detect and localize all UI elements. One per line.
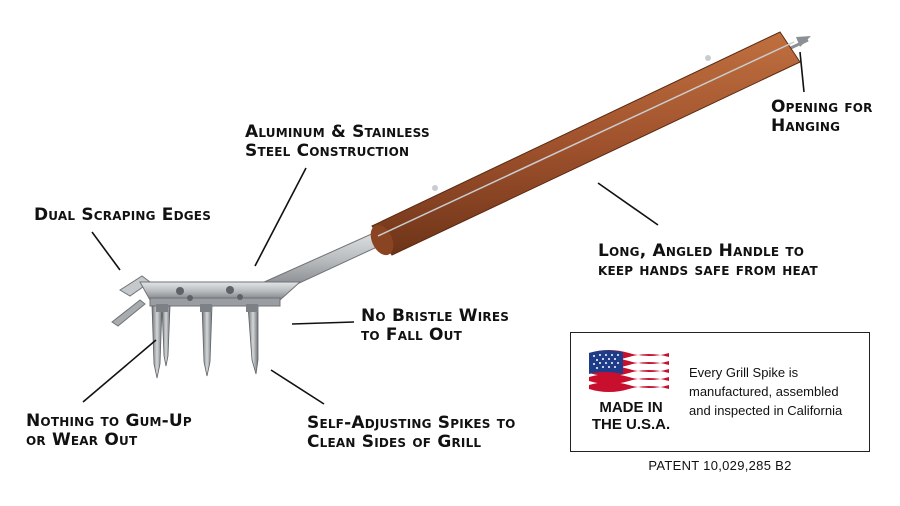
made-in-usa-label: MADE IN THE U.S.A.: [589, 399, 673, 433]
leader-scraping: [91, 231, 121, 271]
usa-line: THE U.S.A.: [591, 416, 671, 433]
leader-bristle: [291, 321, 355, 325]
callout-spikes-line1: Self-Adjusting Spikes to: [307, 413, 516, 433]
leader-handle: [597, 182, 659, 226]
leader-construction: [254, 167, 307, 267]
callout-handle: Long, Angled Handle to keep hands safe f…: [598, 242, 818, 280]
callout-scraping-line1: Dual Scraping Edges: [34, 205, 212, 225]
callout-construction: Aluminum & Stainless Steel Construction: [245, 123, 430, 161]
leader-gum: [82, 339, 157, 403]
badge-text-line2: manufactured, assembled: [689, 384, 839, 399]
leader-spikes: [270, 369, 325, 405]
callout-construction-line1: Aluminum & Stainless: [245, 122, 430, 142]
callout-gum: Nothing to Gum-Up or Wear Out: [26, 412, 192, 450]
badge-text-line3: and inspected in California: [689, 403, 843, 418]
callout-bristle: No Bristle Wires to Fall Out: [361, 307, 509, 345]
patent-number: PATENT 10,029,285 B2: [648, 458, 792, 473]
badge-description: Every Grill Spike is manufactured, assem…: [689, 363, 865, 420]
leader-hanging: [799, 51, 805, 93]
callout-gum-line2: or Wear Out: [26, 430, 138, 450]
made-in-line: MADE IN: [599, 399, 663, 416]
callout-hanging: Opening for Hanging: [771, 98, 873, 136]
us-flag-icon: [589, 350, 669, 396]
badge-text-line1: Every Grill Spike is: [689, 365, 799, 380]
leader-lines: [82, 51, 805, 405]
callout-hanging-line2: Hanging: [771, 116, 841, 136]
callout-bristle-line2: to Fall Out: [361, 325, 462, 345]
wooden-handle: [370, 31, 801, 256]
callout-bristle-line1: No Bristle Wires: [361, 306, 510, 326]
made-in-usa-badge: MADE IN THE U.S.A. Every Grill Spike is …: [570, 332, 870, 452]
callout-gum-line1: Nothing to Gum-Up: [26, 411, 192, 431]
scraper-head: [111, 275, 302, 327]
callout-handle-line1: Long, Angled Handle to: [598, 241, 805, 261]
callout-spikes-line2: Clean Sides of Grill: [307, 432, 482, 452]
callout-scraping: Dual Scraping Edges: [34, 206, 211, 225]
spikes: [151, 304, 259, 379]
callout-handle-line2: keep hands safe from heat: [598, 260, 818, 280]
callout-hanging-line1: Opening for: [771, 97, 873, 117]
callout-construction-line2: Steel Construction: [245, 141, 410, 161]
callout-spikes: Self-Adjusting Spikes to Clean Sides of …: [307, 414, 516, 452]
